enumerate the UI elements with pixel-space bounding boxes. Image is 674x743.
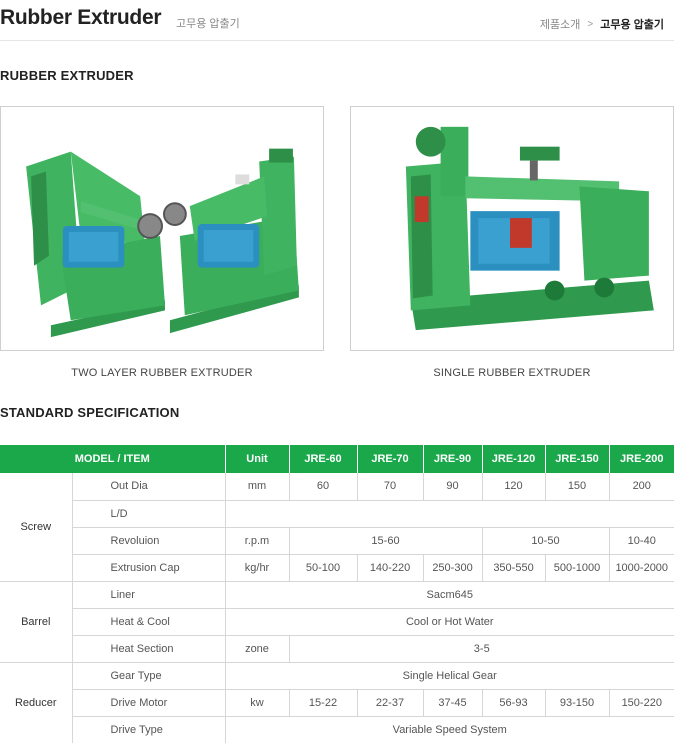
header-unit: Unit [225,445,290,473]
value-cell: 1000-2000 [609,554,674,582]
value-cell: Variable Speed System [225,716,674,743]
single-extruder-illustration [405,126,654,331]
group-reducer: Reducer [0,662,73,743]
two-layer-extruder-caption: TWO LAYER RUBBER EXTRUDER [71,367,253,379]
table-row: Screw Out Dia mm 60 70 90 120 150 200 [0,473,674,582]
header-model-item: MODEL / ITEM [0,445,226,473]
unit-revolution: r.p.m [225,527,290,555]
value-cell: 200 [609,473,674,501]
header-jre-90: JRE-90 [423,445,483,473]
table-row: Barrel Liner Sacm645 [0,581,674,663]
item-drive-motor: Drive Motor [72,689,226,717]
item-heat-section: Heat Section [72,635,226,663]
page-title: Rubber Extruder [0,6,162,29]
value-cell: 90 [423,473,483,501]
unit-extrusion-cap: kg/hr [225,554,290,582]
value-cell: 350-550 [482,554,546,582]
breadcrumb-current: 고무용 압출기 [600,19,664,31]
item-gear-type: Gear Type [72,662,226,690]
header-jre-150: JRE-150 [545,445,610,473]
value-cell: 60 [289,473,358,501]
header-jre-60: JRE-60 [289,445,358,473]
item-drive-type: Drive Type [72,716,226,743]
unit-out-dia: mm [225,473,290,501]
value-cell: Sacm645 [225,581,674,609]
two-layer-extruder-photo [0,106,324,351]
breadcrumb: 제품소개 > 고무용 압출기 [540,16,664,32]
value-cell: 50-100 [289,554,358,582]
unit-heat-section: zone [225,635,290,663]
group-barrel: Barrel [0,581,73,663]
value-cell: 3-5 [289,635,674,663]
value-cell: 70 [357,473,424,501]
spec-header-row: MODEL / ITEM Unit JRE-60 JRE-70 JRE-90 J… [0,445,674,473]
value-cell: 10-50 [482,527,610,555]
value-cell: 56-93 [482,689,546,717]
value-cell: 22-37 [357,689,424,717]
header-jre-200: JRE-200 [609,445,674,473]
item-out-dia: Out Dia [72,473,226,501]
single-extruder-photo [350,106,674,351]
item-revolution: Revoluion [72,527,226,555]
table-row: Drive Motor kw 15-22 22-37 37-45 56-93 9… [0,689,674,717]
table-row: Reducer Gear Type Single Helical Gear [0,662,674,743]
unit-drive-motor: kw [225,689,290,717]
breadcrumb-parent[interactable]: 제품소개 [539,19,581,31]
group-screw: Screw [0,473,73,582]
value-cell: 15-22 [289,689,358,717]
table-row: Drive Type Variable Speed System [0,716,674,743]
value-cell: 37-45 [423,689,483,717]
header-jre-120: JRE-120 [482,445,546,473]
value-cell: Single Helical Gear [225,662,674,690]
page-header: Rubber Extruder 고무용 압출기 제품소개 > 고무용 압출기 [0,0,674,42]
two-layer-extruder-illustration [26,148,299,338]
table-row: Heat Section zone 3-5 [0,635,674,663]
page-subtitle: 고무용 압출기 [176,18,240,30]
value-cell: 150 [545,473,610,501]
table-row: Heat & Cool Cool or Hot Water [0,608,674,636]
table-row: Revoluion r.p.m 15-60 10-50 10-40 [0,527,674,555]
value-cell: Cool or Hot Water [225,608,674,636]
item-extrusion-cap: Extrusion Cap [72,554,226,582]
spec-table: MODEL / ITEM Unit JRE-60 JRE-70 JRE-90 J… [0,445,674,743]
value-cell: 15-60 [289,527,483,555]
breadcrumb-separator-icon: > [587,18,594,30]
value-cell: 10-40 [609,527,674,555]
item-ld: L/D [72,500,226,528]
item-heat-cool: Heat & Cool [72,608,226,636]
value-cell: 140-220 [357,554,424,582]
single-extruder-caption: SINGLE RUBBER EXTRUDER [433,367,591,379]
header-jre-70: JRE-70 [357,445,424,473]
value-cell-empty [225,500,674,528]
spec-heading: STANDARD SPECIFICATION [0,405,180,420]
value-cell: 250-300 [423,554,483,582]
value-cell: 120 [482,473,546,501]
value-cell: 500-1000 [545,554,610,582]
item-liner: Liner [72,581,226,609]
table-row: L/D [0,500,674,528]
table-row: Extrusion Cap kg/hr 50-100 140-220 250-3… [0,554,674,582]
value-cell: 93-150 [545,689,610,717]
value-cell: 150-220 [609,689,674,717]
header-divider [0,40,674,41]
products-heading: RUBBER EXTRUDER [0,68,134,83]
